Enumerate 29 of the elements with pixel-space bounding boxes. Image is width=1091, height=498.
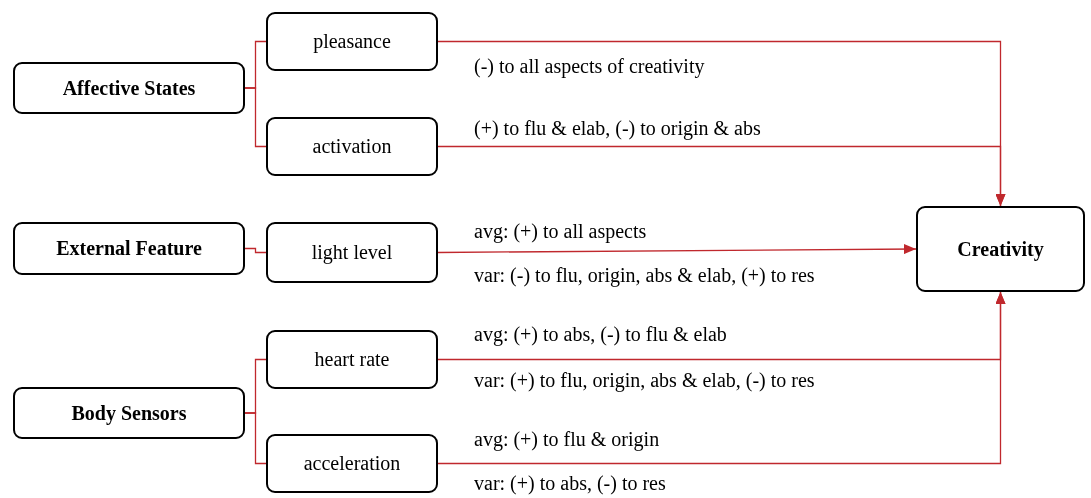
edge-label: avg: (+) to flu & origin <box>474 428 660 450</box>
connector-arrow <box>437 145 1006 207</box>
node-label: light level <box>311 241 393 264</box>
node-label: acceleration <box>303 452 401 475</box>
annotation-text: var: (-) to flu, origin, abs & elab, (+) to res <box>474 264 815 286</box>
annotation-text: var: (+) to flu, origin, abs & elab, (-) to res <box>474 369 815 391</box>
category-box <box>916 206 1085 292</box>
connector-arrow <box>437 244 917 255</box>
annotation-text: var: (+) to abs, (-) to res <box>474 472 666 494</box>
edge-label: avg: (+) to all aspects <box>474 220 647 242</box>
node-label: pleasance <box>313 30 391 53</box>
edge-label: (+) to flu & elab, (-) to origin & abs <box>474 117 761 139</box>
factor-box <box>266 12 438 71</box>
category-box <box>13 222 245 275</box>
factor-box <box>266 222 438 283</box>
node-label: Creativity <box>957 237 1044 261</box>
node-label: heart rate <box>314 348 390 371</box>
node-label: Body Sensors <box>71 401 187 425</box>
node-label: Affective States <box>62 76 196 100</box>
connector-arrow <box>437 291 1006 465</box>
factor-box <box>266 117 438 176</box>
category-box <box>13 387 245 439</box>
factor-box <box>266 330 438 389</box>
category-box <box>13 62 245 114</box>
edge-label: (-) to all aspects of creativity <box>474 55 705 77</box>
node-label: activation <box>312 135 392 158</box>
edge-label: avg: (+) to abs, (-) to flu & elab <box>474 323 727 345</box>
factor-box <box>266 434 438 493</box>
node-label: External Feature <box>56 237 202 260</box>
